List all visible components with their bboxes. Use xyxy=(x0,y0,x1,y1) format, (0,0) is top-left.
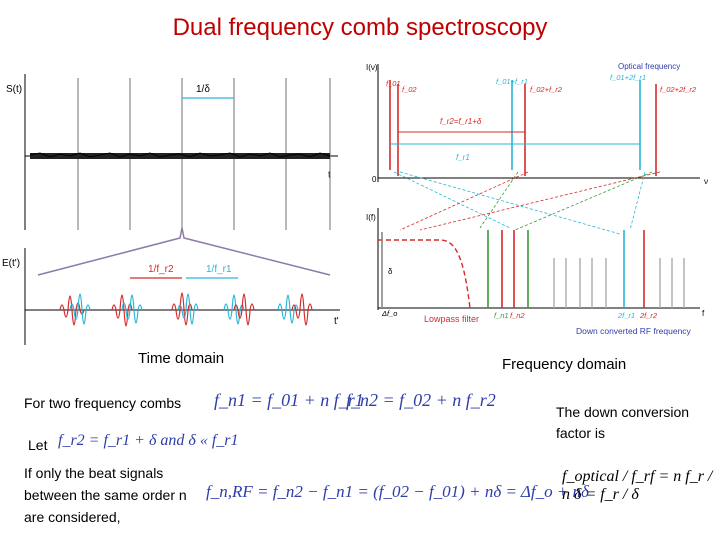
freq-bottom-ylabel: I(f) xyxy=(366,213,376,222)
bottom-labels: Δf_o f_n1 f_n2 2f_r1 2f_r2 xyxy=(381,309,658,320)
let-text: Let xyxy=(28,437,48,453)
top-comb-labels: f_01 f_02 f_01+f_r1 f_02+f_r2 f_01+2f_r1… xyxy=(386,73,697,94)
top-ylabel: S(t) xyxy=(6,84,22,95)
down-conversion-text-1: The down conversion xyxy=(556,404,690,420)
top-comb-lines xyxy=(389,80,657,176)
alias-lines xyxy=(553,258,685,308)
time-domain-figure: S(t) t 1/δ E(t') t' 1/f_r2 1/f_r1 xyxy=(2,74,340,345)
optical-frequency-label: Optical frequency xyxy=(618,62,680,71)
svg-text:2f_r1: 2f_r1 xyxy=(617,311,635,320)
let-equation: f_r2 = f_r1 + δ and δ « f_r1 xyxy=(58,432,239,449)
slide-title: Dual frequency comb spectroscopy xyxy=(172,14,548,41)
beat-text-1: If only the beat signals xyxy=(24,465,164,481)
signal-band xyxy=(30,153,330,159)
svg-text:f_02+2f_r2: f_02+2f_r2 xyxy=(660,85,697,94)
baseband-lines xyxy=(381,230,645,308)
bottom-xlabel: t' xyxy=(334,316,339,327)
rf-equation: f_n,RF = f_n2 − f_n1 = (f_02 − f_01) + n… xyxy=(206,482,589,501)
fr2-label: f_r2=f_r1+δ xyxy=(440,117,482,126)
pulses xyxy=(59,292,313,327)
svg-text:2f_r2: 2f_r2 xyxy=(639,311,658,320)
lowpass-filter-curve xyxy=(378,239,471,309)
down-conversion-text-2: factor is xyxy=(556,425,606,441)
eq-fn1: f_n1 = f_01 + n f_r1 xyxy=(214,390,364,410)
signal-trace xyxy=(29,152,331,158)
down-converted-label: Down converted RF frequency xyxy=(576,326,692,336)
period-label-2: 1/f_r1 xyxy=(206,264,232,275)
svg-text:f_02+f_r2: f_02+f_r2 xyxy=(530,85,563,94)
bottom-ylabel: E(t') xyxy=(2,258,20,269)
freq-top-ylabel: I(ν) xyxy=(366,63,378,72)
beat-text-3: are considered, xyxy=(24,509,121,525)
svg-text:f_n2: f_n2 xyxy=(510,311,525,320)
ratio-equation: f_optical / f_rf = n f_r / n δ = f_r / δ xyxy=(562,468,713,503)
svg-text:Δf_o: Δf_o xyxy=(381,309,397,318)
svg-text:f_01+2f_r1: f_01+2f_r1 xyxy=(610,73,646,82)
lowpass-filter-label: Lowpass filter xyxy=(424,314,479,324)
two-combs-text: For two frequency combs xyxy=(24,395,182,411)
freq-top-xlabel: ν xyxy=(704,177,708,186)
frequency-domain-caption: Frequency domain xyxy=(502,356,627,373)
top-period-label: 1/δ xyxy=(196,84,210,95)
svg-text:f_n1: f_n1 xyxy=(494,311,509,320)
svg-text:f_02: f_02 xyxy=(402,85,417,94)
delta-label: δ xyxy=(388,267,393,276)
freq-bottom-xlabel: f xyxy=(702,309,705,318)
beat-text-2: between the same order n xyxy=(24,487,187,503)
freq-top-origin: 0 xyxy=(372,175,377,184)
period-label-1: 1/f_r2 xyxy=(148,264,174,275)
svg-text:f_01: f_01 xyxy=(386,79,401,88)
beat-connectors xyxy=(393,171,661,235)
fr1-label: f_r1 xyxy=(456,153,470,162)
zoom-bracket xyxy=(37,227,331,276)
time-domain-caption: Time domain xyxy=(138,350,225,367)
frequency-domain-figure: I(ν) ν 0 Optical frequency f_01 f_02 f_0… xyxy=(366,62,708,336)
svg-text:f_01+f_r1: f_01+f_r1 xyxy=(496,77,528,86)
eq-fn2: f_n2 = f_02 + n f_r2 xyxy=(346,390,496,410)
